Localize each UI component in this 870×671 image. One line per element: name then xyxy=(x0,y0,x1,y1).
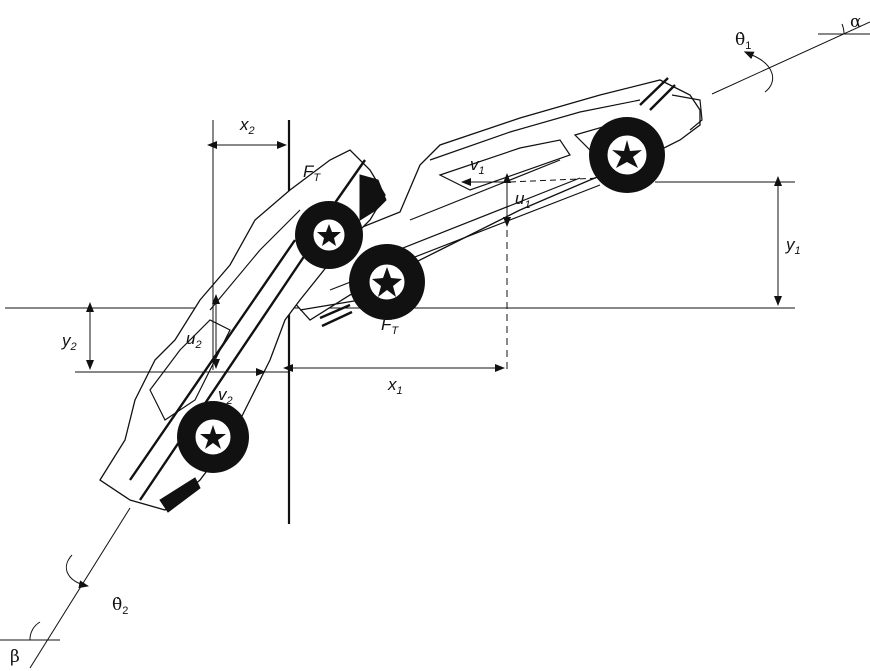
label-theta2: θ̇2 xyxy=(112,595,128,617)
car2-axis-line xyxy=(29,507,131,669)
car1-rear-bumper xyxy=(671,94,703,131)
label-alpha: α xyxy=(850,12,862,32)
car2-roofline xyxy=(209,209,301,311)
label-v1: v1 xyxy=(470,155,485,177)
car-1 xyxy=(291,77,703,328)
car1-reference-dash xyxy=(509,177,601,183)
car1-front-hub-star xyxy=(372,267,402,297)
label-ft-bottom: FT xyxy=(381,315,399,337)
theta1-rotation-arrow xyxy=(743,51,774,93)
label-v2: v2 xyxy=(218,385,233,407)
label-x1: x1 xyxy=(387,375,403,397)
car-2 xyxy=(99,149,387,513)
label-u1: u1 xyxy=(515,189,531,211)
car2-rear-bumper xyxy=(159,477,201,513)
label-y2: y2 xyxy=(61,331,77,353)
car2-hood-edge xyxy=(329,159,366,211)
beta-angle-arc xyxy=(29,621,41,641)
label-x2: x2 xyxy=(239,115,255,137)
car1-front-shade xyxy=(319,303,353,328)
car2-front-hub-star xyxy=(317,224,341,246)
theta2-rotation-arrow xyxy=(66,554,89,589)
car2-rear-hub-star xyxy=(200,425,226,449)
car1-rear-edge xyxy=(639,77,676,111)
car2-window xyxy=(149,319,231,421)
label-u2: u2 xyxy=(186,329,202,351)
car1-window-front xyxy=(438,139,571,191)
label-theta1: θ̇1 xyxy=(735,30,751,52)
alpha-angle-arc xyxy=(841,23,845,35)
car1-roofline xyxy=(429,99,641,161)
car2-front-grille xyxy=(359,174,387,221)
label-y1: y1 xyxy=(785,235,801,257)
label-beta: β xyxy=(10,647,20,667)
car1-rear-hub-star xyxy=(612,140,642,168)
label-ft-top: FT xyxy=(303,162,321,184)
